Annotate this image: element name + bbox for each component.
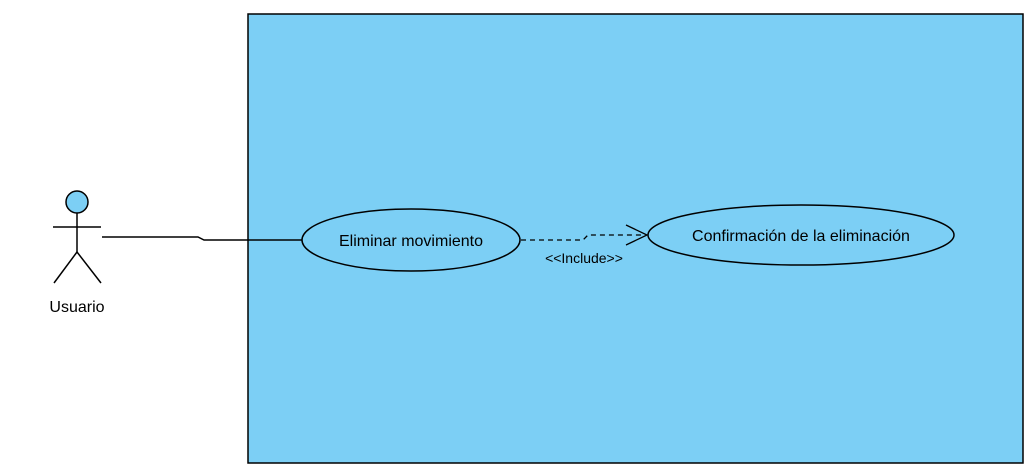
use-case-label: Confirmación de la eliminación: [692, 228, 910, 245]
actor-right-leg: [76, 251, 102, 284]
include-label: <<Include>>: [545, 250, 623, 266]
use-case-ellipse: [301, 208, 521, 272]
use-case-confirmacion-eliminacion[interactable]: Confirmación de la eliminación: [647, 204, 955, 266]
include-arrowhead: [625, 224, 649, 246]
use-case-label: Eliminar movimiento: [339, 233, 483, 250]
association-line: [102, 236, 302, 241]
actor-left-leg: [53, 251, 78, 284]
include-relationship: <<Include>>: [521, 224, 649, 266]
actor-usuario[interactable]: Usuario: [49, 190, 105, 316]
include-dashed-line: [521, 234, 645, 241]
actor-head: [65, 190, 89, 214]
actor-label: Usuario: [49, 299, 104, 316]
use-case-eliminar-movimiento[interactable]: Eliminar movimiento: [301, 208, 521, 272]
use-case-ellipse: [647, 204, 955, 266]
